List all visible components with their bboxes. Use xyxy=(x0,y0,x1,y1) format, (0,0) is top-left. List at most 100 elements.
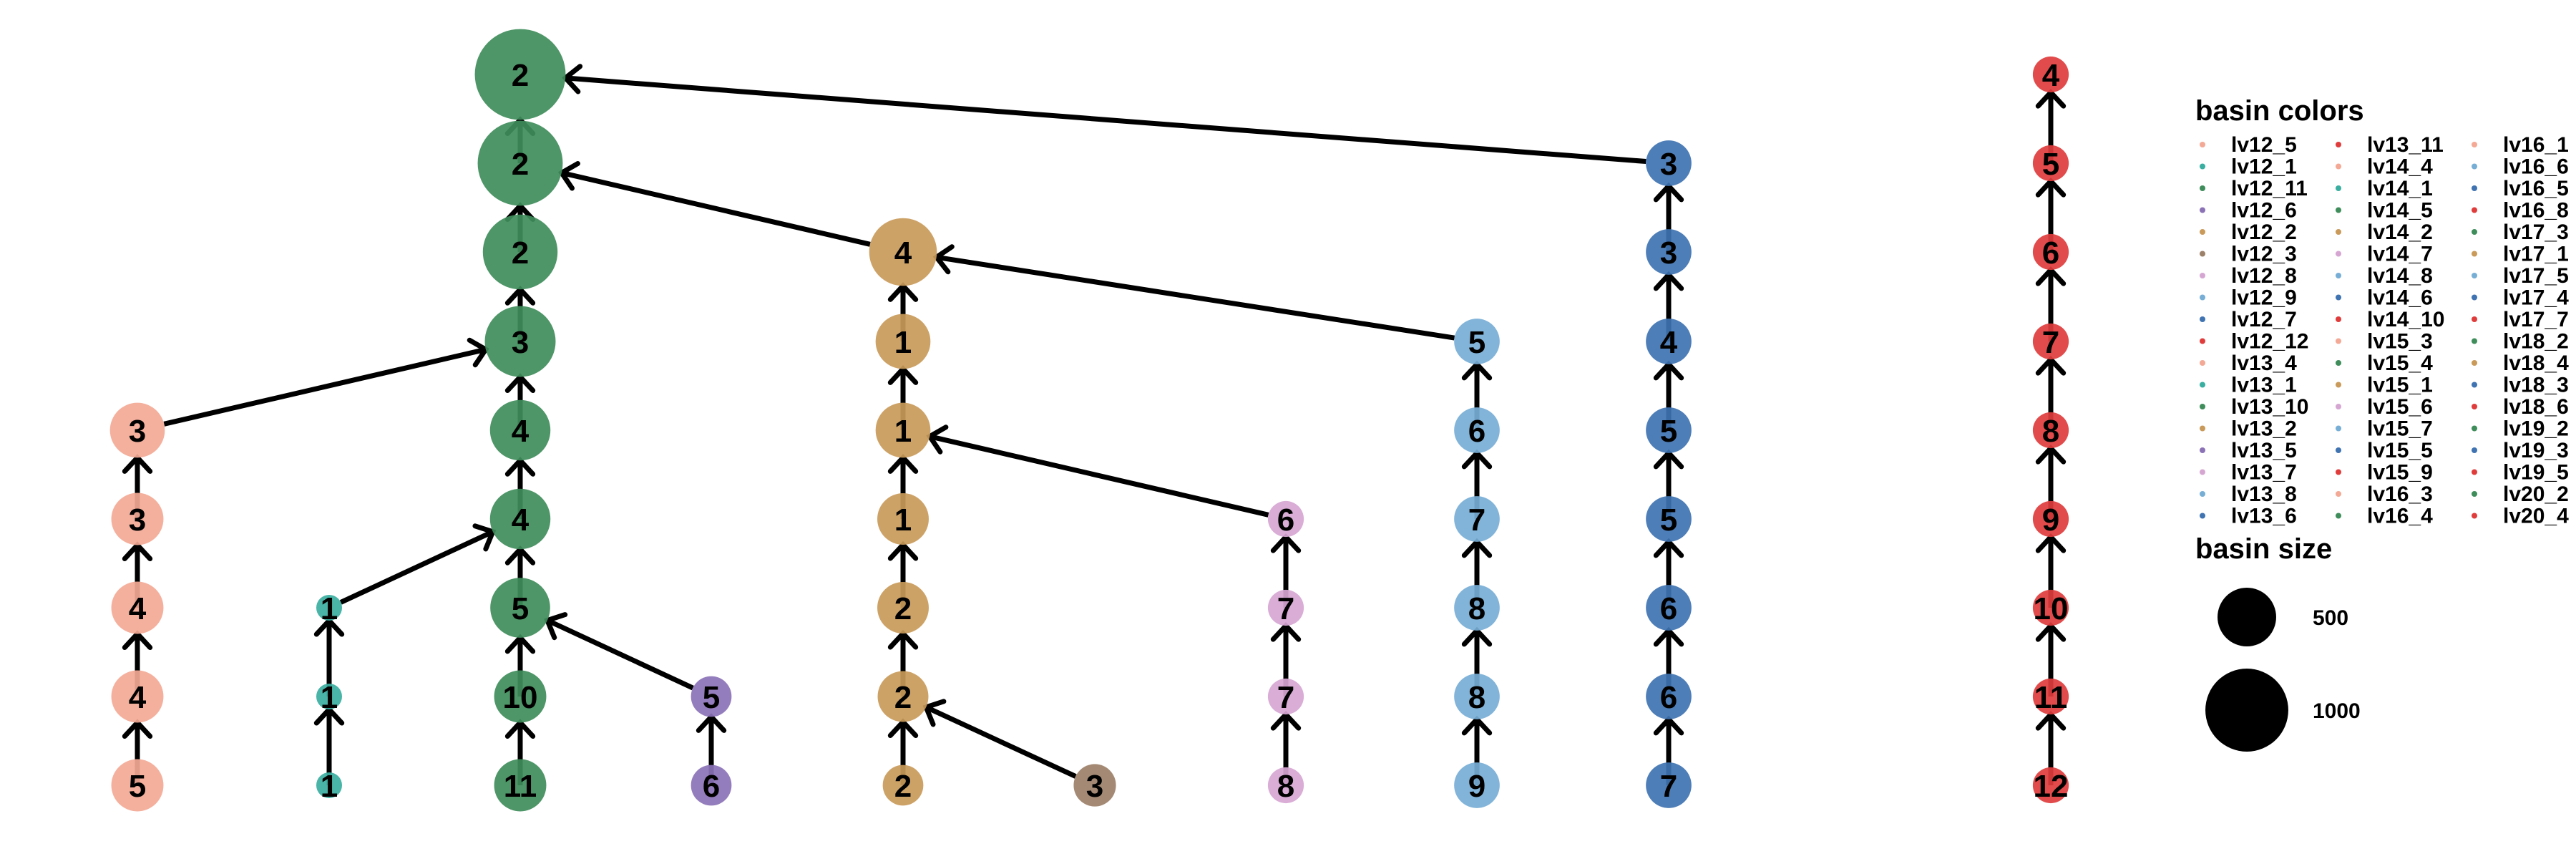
basin-node-label: 9 xyxy=(1468,769,1485,804)
legend-color-item: lv16_5 xyxy=(2472,177,2569,200)
legend-color-swatch xyxy=(2200,251,2205,257)
basin-node-circle xyxy=(2032,145,2069,182)
legend-color-swatch xyxy=(2472,207,2477,213)
legend-color-swatch xyxy=(2200,469,2205,475)
legend-color-label: lv13_2 xyxy=(2231,417,2297,441)
legend-color-swatch xyxy=(2472,229,2477,235)
basin-node-label: 2 xyxy=(512,58,529,93)
basin-node: 11 xyxy=(2032,678,2069,715)
basin-node: 7 xyxy=(1646,762,1692,808)
legend-color-item: lv19_5 xyxy=(2472,461,2569,485)
legend-color-label: lv12_9 xyxy=(2231,286,2297,310)
legend-color-swatch xyxy=(2336,447,2341,453)
basin-node-circle xyxy=(882,765,924,806)
legend-color-swatch xyxy=(2200,360,2205,366)
legend-color-label: lv13_8 xyxy=(2231,482,2297,506)
legend-color-item: lv14_7 xyxy=(2336,243,2433,266)
legend-color-item: lv14_5 xyxy=(2336,199,2433,223)
basin-node-label: 5 xyxy=(1468,325,1485,360)
legend-color-item: lv12_5 xyxy=(2200,133,2297,157)
basin-node-circle xyxy=(489,488,551,550)
basin-node: 2 xyxy=(482,214,558,290)
edge-arrowhead xyxy=(887,282,919,302)
legend-color-swatch xyxy=(2472,273,2477,278)
legend-color-item: lv16_4 xyxy=(2336,505,2433,528)
legend-color-item: lv13_4 xyxy=(2200,351,2297,375)
basin-node-circle xyxy=(1454,585,1500,631)
legend-color-label: lv14_8 xyxy=(2367,264,2433,288)
legend-color-item: lv15_9 xyxy=(2336,461,2433,485)
edge-arrowhead xyxy=(122,454,153,474)
legend-color-swatch xyxy=(2472,404,2477,409)
legend-color-swatch xyxy=(2336,469,2341,475)
edge-arrowhead xyxy=(1270,621,1302,642)
basin-node-circle xyxy=(1454,319,1500,364)
legend-color-item: lv14_8 xyxy=(2336,264,2433,288)
legend-color-item: lv13_5 xyxy=(2200,439,2297,462)
legend-color-item: lv12_12 xyxy=(2200,330,2308,354)
legend-color-swatch xyxy=(2472,294,2477,301)
basin-node: 1 xyxy=(877,493,929,545)
legend-color-label: lv17_7 xyxy=(2503,308,2569,331)
basin-node-circle xyxy=(877,493,929,545)
legend-color-item: lv19_3 xyxy=(2472,439,2569,462)
basin-node-label: 12 xyxy=(2034,769,2069,804)
edge-arrow xyxy=(339,523,497,605)
basin-node: 4 xyxy=(111,670,164,723)
basin-node: 4 xyxy=(1646,319,1692,364)
legend-color-label: lv12_3 xyxy=(2231,243,2297,266)
basin-node-circle xyxy=(1267,767,1304,804)
legend-color-item: lv18_6 xyxy=(2472,395,2569,419)
basin-node-circle xyxy=(111,759,164,812)
basin-node: 3 xyxy=(1646,140,1692,186)
basin-node-circle xyxy=(474,29,566,120)
basin-node-label: 3 xyxy=(129,414,146,449)
edge-arrowhead xyxy=(1653,538,1684,558)
legend-color-label: lv16_1 xyxy=(2503,133,2569,157)
basin-node-label: 3 xyxy=(129,503,146,538)
basin-node-label: 8 xyxy=(2042,414,2059,449)
basin-node-label: 11 xyxy=(2034,680,2068,715)
basin-node: 2 xyxy=(882,765,924,806)
legend-color-item: lv18_4 xyxy=(2472,351,2569,375)
legend-color-swatch xyxy=(2200,273,2205,278)
legend-color-swatch xyxy=(2200,229,2205,235)
edge-arrow xyxy=(922,699,1077,779)
basin-node: 3 xyxy=(111,492,164,545)
legend-color-swatch xyxy=(2336,207,2341,213)
basin-node: 8 xyxy=(1454,585,1500,631)
legend-color-item: lv14_10 xyxy=(2336,308,2444,331)
legend-color-label: lv15_4 xyxy=(2367,351,2433,375)
legend-color-label: lv18_3 xyxy=(2503,374,2569,397)
basin-node-circle xyxy=(2032,233,2069,271)
basin-node-label: 1 xyxy=(894,503,912,538)
basin-node: 6 xyxy=(1646,585,1692,631)
legend-color-swatch xyxy=(2472,469,2477,475)
legend-color-swatch xyxy=(2200,447,2205,453)
basin-node-circle xyxy=(484,306,556,377)
basin-node-label: 5 xyxy=(512,591,529,626)
basin-node: 8 xyxy=(2032,412,2069,449)
basin-node: 5 xyxy=(1454,319,1500,364)
legend-color-label: lv15_7 xyxy=(2367,417,2433,441)
edge-arrowhead xyxy=(2035,444,2067,465)
basin-node: 5 xyxy=(691,676,732,717)
legend-color-swatch xyxy=(2336,404,2341,409)
edge-line xyxy=(924,704,1077,779)
edge-arrowhead xyxy=(887,454,919,474)
legend-size-circle xyxy=(2218,588,2276,646)
legend-color-label: lv19_3 xyxy=(2503,439,2569,462)
basin-node-label: 8 xyxy=(1468,680,1485,715)
edge-arrowhead xyxy=(887,365,919,385)
basin-node-label: 6 xyxy=(703,769,720,804)
basin-node-circle xyxy=(482,214,558,290)
basin-node-circle xyxy=(877,582,929,634)
basin-node: 2 xyxy=(877,671,929,722)
basin-node-label: 3 xyxy=(1660,236,1677,271)
legend-color-item: lv16_6 xyxy=(2472,155,2569,179)
legend-color-label: lv15_5 xyxy=(2367,439,2433,462)
basin-node: 4 xyxy=(489,399,551,461)
basin-node-label: 4 xyxy=(1660,325,1678,360)
basin-node-label: 5 xyxy=(1660,414,1677,449)
basin-node-label: 4 xyxy=(894,236,912,271)
